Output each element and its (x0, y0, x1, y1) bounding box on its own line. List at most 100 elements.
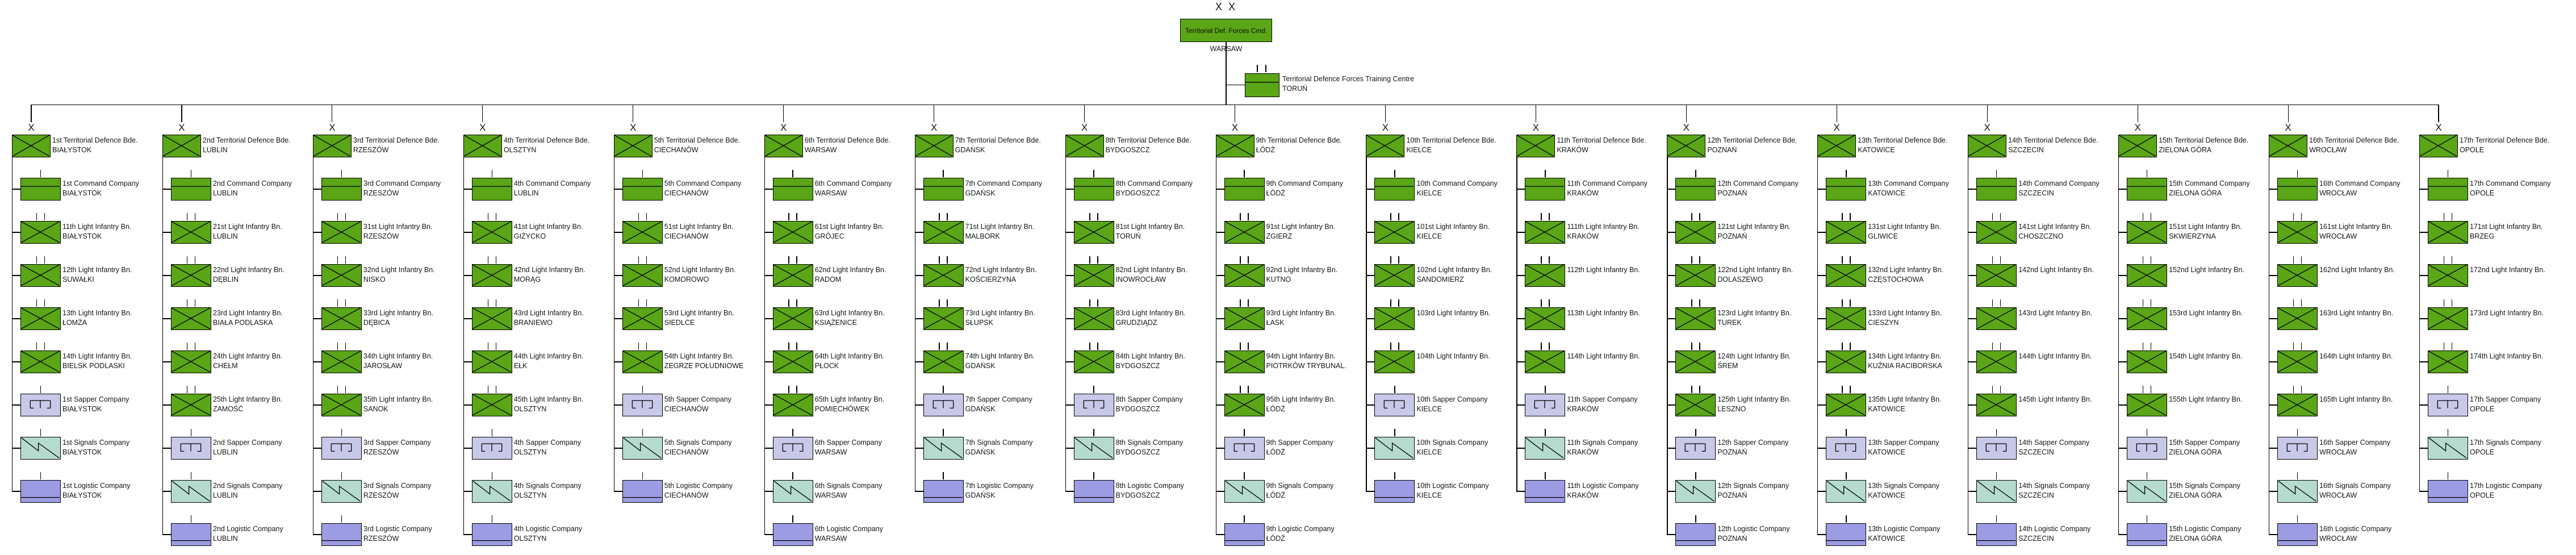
unit-city: KATOWICE (1858, 146, 1895, 154)
unit-node-infantry (622, 264, 663, 287)
unit-city: BIAŁYSTOK (62, 448, 102, 456)
unit-node-command (2277, 178, 2318, 201)
unit-stub-line (2269, 404, 2278, 406)
battalion-echelon-tick-icon (1257, 65, 1258, 72)
unit-node-signals (471, 480, 512, 503)
unit-city: CIECHANÓW (664, 448, 709, 456)
unit-node-infantry (772, 221, 813, 244)
infantry-symbol-icon (171, 308, 210, 329)
unit-city: ZIELONA GÓRA (2169, 535, 2222, 543)
unit-city: ZIELONA GÓRA (2169, 448, 2222, 456)
infantry-symbol-icon (171, 265, 210, 286)
unit-node-logistic (20, 480, 61, 503)
company-echelon-tick-icon (1695, 428, 1696, 436)
battalion-echelon-tick-icon (2293, 385, 2294, 393)
battalion-echelon-tick-icon (337, 299, 338, 307)
unit-city: GDAŃSK (965, 491, 996, 499)
unit-node-signals (2127, 480, 2168, 503)
company-echelon-tick-icon (1996, 471, 1997, 479)
unit-stub-line (1667, 534, 1676, 535)
battalion-echelon-tick-icon (947, 342, 948, 350)
unit-name: 4th Territorial Defence Bde. (503, 136, 590, 144)
battalion-echelon-tick-icon (1398, 212, 1399, 220)
unit-city: BYDGOSZCZ (1115, 405, 1160, 413)
battalion-echelon-tick-icon (1248, 212, 1249, 220)
company-echelon-tick-icon (642, 385, 643, 393)
unit-node-command (1675, 178, 1716, 201)
unit-stub-line (1667, 275, 1676, 276)
unit-city: WROCŁAW (2319, 491, 2357, 499)
battalion-echelon-tick-icon (2142, 299, 2144, 307)
unit-name: 4th Command Company (513, 180, 591, 187)
unit-name: 15th Signals Company (2169, 482, 2240, 490)
battalion-echelon-tick-icon (646, 212, 647, 220)
battalion-echelon-tick-icon (1691, 299, 1692, 307)
unit-node-sapper (772, 437, 813, 460)
battalion-echelon-tick-icon (1248, 342, 1249, 350)
company-echelon-tick-icon (943, 428, 944, 436)
unit-name: 13th Command Company (1868, 180, 1949, 187)
battalion-echelon-tick-icon (2150, 212, 2152, 220)
unit-stub-line (2118, 534, 2127, 535)
unit-name: 17th Territorial Defence Bde. (2460, 136, 2550, 144)
infantry-symbol-icon (923, 222, 963, 243)
company-echelon-tick-icon (1846, 428, 1847, 436)
unit-city: INOWROCŁAW (1115, 276, 1166, 283)
unit-stub-line (2269, 275, 2278, 276)
unit-stub-line (2269, 361, 2278, 362)
infantry-symbol-icon (1977, 265, 2016, 286)
unit-city: BYDGOSZCZ (1115, 491, 1160, 499)
unit-node-infantry (923, 264, 964, 287)
brigade-trunk-line (162, 157, 164, 535)
unit-city: WARSAW (814, 448, 847, 456)
unit-node-sapper (2277, 437, 2318, 460)
battalion-echelon-tick-icon (1699, 385, 1700, 393)
unit-node-sapper (1976, 437, 2017, 460)
logistic-symbol-icon (171, 540, 210, 541)
infantry-symbol-icon (614, 135, 651, 156)
unit-name: 13th Light Infantry Bn. (62, 309, 132, 317)
infantry-symbol-icon (1216, 135, 1253, 156)
unit-stub-line (162, 361, 171, 362)
unit-name: 114th Light Infantry Bn. (1567, 352, 1640, 360)
unit-name: 11th Sapper Company (1567, 395, 1638, 403)
unit-city: SŁUPSK (965, 319, 993, 327)
unit-node-signals (923, 437, 964, 460)
logistic-symbol-icon (1826, 540, 1866, 541)
brigade-stub-line (181, 105, 182, 122)
signals-symbol-icon (1826, 481, 1865, 502)
unit-city: GDAŃSK (965, 405, 996, 413)
unit-name: 11th Territorial Defence Bde. (1557, 136, 1646, 144)
company-echelon-tick-icon (1996, 428, 1997, 436)
battalion-echelon-tick-icon (2000, 385, 2001, 393)
unit-stub-line (1516, 275, 1525, 276)
infantry-symbol-icon (622, 351, 662, 372)
unit-city: KATOWICE (1868, 189, 1905, 197)
battalion-echelon-tick-icon (345, 385, 346, 393)
unit-name: 151st Light Infantry Bn. (2169, 223, 2242, 231)
unit-node-infantry (321, 307, 362, 330)
unit-node-command (1826, 178, 1867, 201)
unit-node-brigade (463, 135, 502, 157)
unit-name: 42nd Light Infantry Bn. (513, 266, 586, 274)
unit-node-infantry (2428, 307, 2469, 330)
unit-stub-line (764, 361, 773, 362)
battalion-echelon-tick-icon (495, 212, 497, 220)
infantry-symbol-icon (2127, 265, 2167, 286)
unit-name: 14th Logistic Company (2018, 525, 2091, 533)
company-echelon-tick-icon (1846, 471, 1847, 479)
battalion-echelon-tick-icon (1850, 385, 1851, 393)
company-echelon-tick-icon (40, 471, 41, 479)
brigade-echelon-x: X (1231, 122, 1239, 133)
unit-stub-line (463, 534, 472, 535)
unit-node-logistic (170, 523, 211, 546)
unit-node-infantry (1374, 307, 1415, 330)
battalion-echelon-tick-icon (2150, 342, 2152, 350)
battalion-echelon-tick-icon (638, 256, 639, 264)
logistic-symbol-icon (2428, 496, 2468, 498)
unit-node-infantry (2127, 221, 2168, 244)
signals-symbol-icon (2428, 437, 2467, 458)
unit-city: BIELSK PODLASKI (62, 362, 125, 370)
unit-stub-line (1366, 318, 1375, 319)
battalion-echelon-tick-icon (2000, 299, 2001, 307)
